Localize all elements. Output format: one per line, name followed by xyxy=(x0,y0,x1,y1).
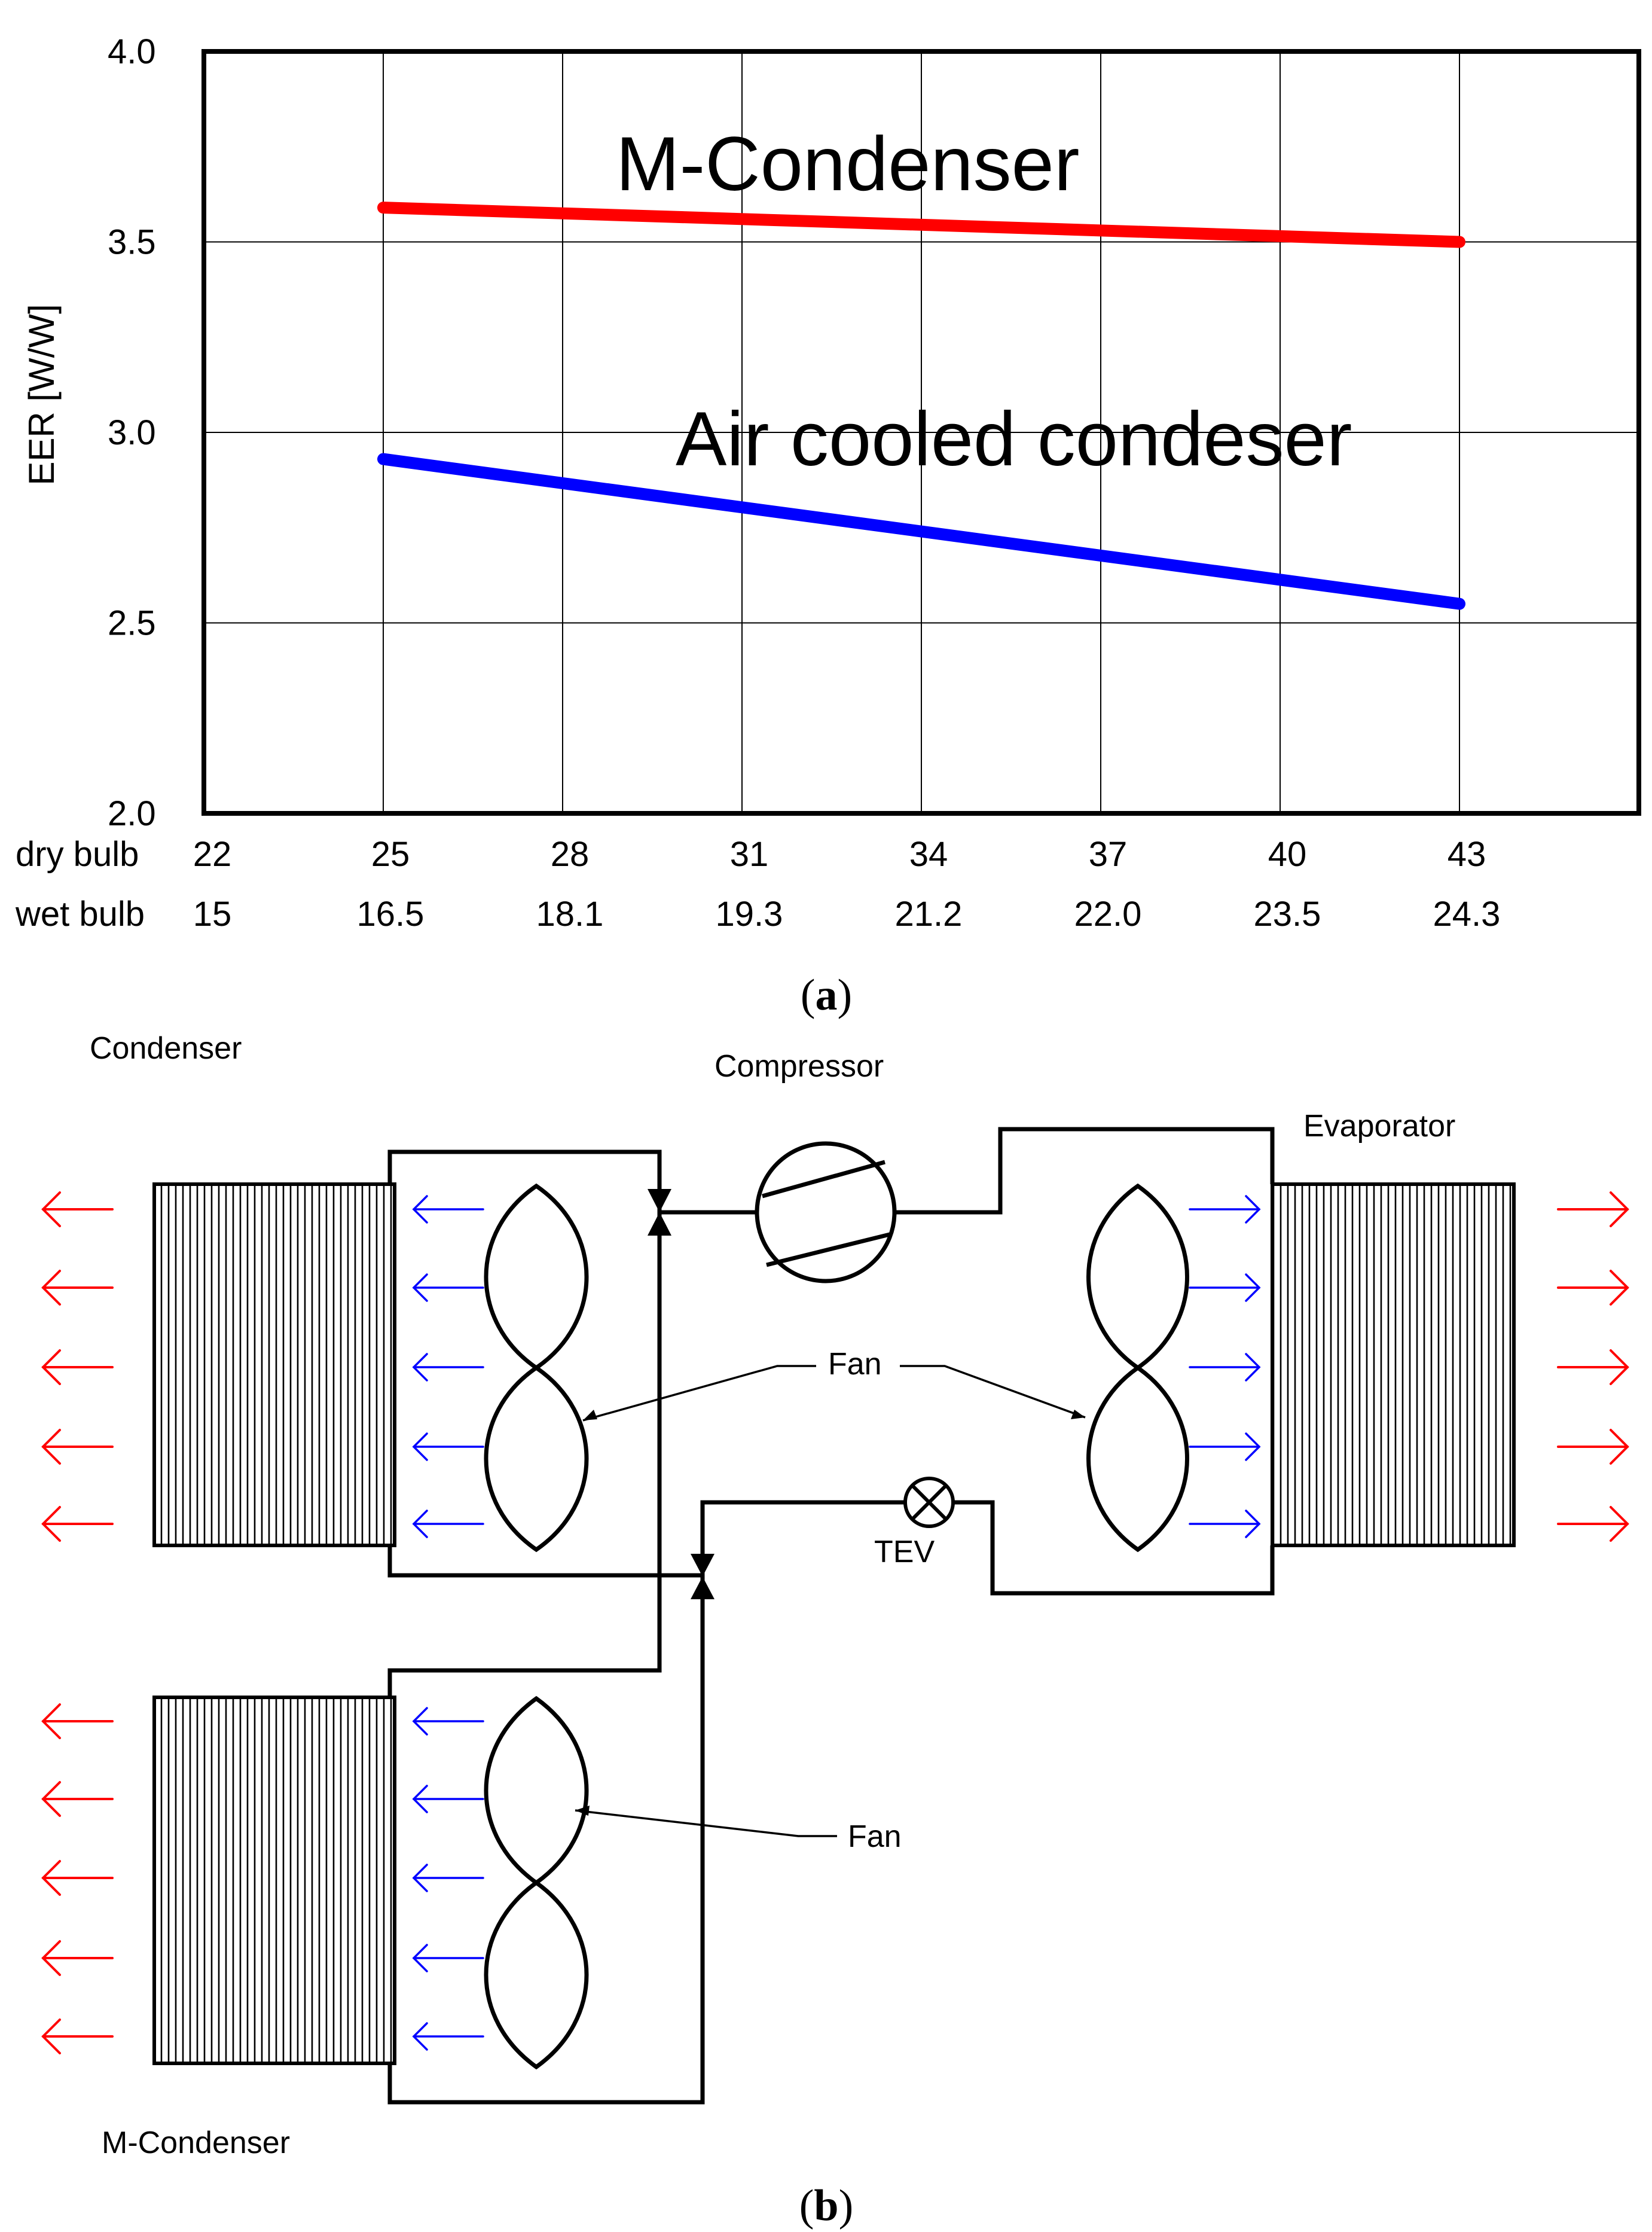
x-row-label: dry bulb xyxy=(16,835,139,874)
x-tick-label: 37 xyxy=(1089,835,1128,874)
airflow-arrow xyxy=(41,2018,114,2054)
series xyxy=(377,202,1465,610)
fan-leader-arrowheads xyxy=(575,1410,1085,1816)
x-row-label: wet bulb xyxy=(15,895,145,934)
tev-label: TEV xyxy=(874,1535,935,1569)
y-tick-label: 3.0 xyxy=(108,413,156,452)
caption-b: (b) xyxy=(799,2181,853,2230)
fan-airflow-arrows xyxy=(412,1195,1261,2051)
airflow-arrow xyxy=(1189,1273,1261,1302)
airflow-arrow xyxy=(412,1195,484,1224)
x-tick-label: 15 xyxy=(193,895,232,934)
condenser-coil xyxy=(152,1182,396,1547)
airflow-arrow xyxy=(412,1944,484,1972)
m-condenser-label: M-Condenser xyxy=(102,2126,290,2160)
airflow-arrow xyxy=(412,1510,484,1538)
x-tick-label: 24.3 xyxy=(1433,895,1501,934)
airflow-arrow xyxy=(41,1349,114,1385)
x-tick-labels: dry bulb 22 25 28 31 34 37 40 43 wet bulb 15 16.5 18… xyxy=(15,835,1500,934)
airflow-arrow xyxy=(1189,1432,1261,1461)
airflow-arrow xyxy=(1557,1270,1629,1306)
x-tick-label: 40 xyxy=(1268,835,1307,874)
x-tick-label: 34 xyxy=(909,835,948,874)
x-tick-label: 19.3 xyxy=(716,895,783,934)
y-axis-label: EER [W/W] xyxy=(22,304,62,485)
condenser-valve xyxy=(648,1189,671,1236)
m-condenser-fan xyxy=(484,1696,589,2070)
airflow-arrow xyxy=(41,1191,114,1227)
grid xyxy=(204,51,1639,813)
caption-a: (a) xyxy=(801,971,852,1020)
x-tick-label: 18.1 xyxy=(536,895,604,934)
airflow-arrow xyxy=(41,1940,114,1976)
airflow-arrow xyxy=(1189,1510,1261,1538)
compressor xyxy=(755,1141,897,1283)
fan-leader-lines xyxy=(575,1365,1086,1837)
outflow-arrows xyxy=(41,1191,1629,2054)
x-tick-label: 25 xyxy=(371,835,410,874)
airflow-arrow xyxy=(41,1270,114,1306)
compressor-label: Compressor xyxy=(714,1049,884,1084)
y-tick-label: 4.0 xyxy=(108,32,156,71)
y-tick-labels: 4.0 3.5 3.0 2.5 2.0 xyxy=(108,32,156,833)
x-tick-label: 43 xyxy=(1448,835,1486,874)
airflow-arrow xyxy=(412,1864,484,1892)
x-tick-label: 16.5 xyxy=(357,895,425,934)
airflow-arrow xyxy=(412,1432,484,1461)
evaporator-label: Evaporator xyxy=(1303,1109,1455,1144)
x-tick-label: 23.5 xyxy=(1254,895,1321,934)
airflow-arrow xyxy=(1189,1353,1261,1382)
airflow-arrow xyxy=(412,1353,484,1382)
refrigeration-diagram: Condenser Compressor Evaporator Fan TEV … xyxy=(41,1031,1629,2160)
fan-label-bottom: Fan xyxy=(848,1819,902,1854)
plot-frame xyxy=(201,49,1641,816)
series-label-air-cooled: Air cooled condeser xyxy=(676,397,1352,482)
series-line-m-condenser xyxy=(377,202,1465,248)
x-tick-label: 22 xyxy=(193,835,232,874)
fan-label-top: Fan xyxy=(828,1347,882,1382)
airflow-arrow xyxy=(41,1429,114,1465)
condenser-label: Condenser xyxy=(90,1031,242,1066)
airflow-arrow xyxy=(1557,1506,1629,1542)
tev-valve xyxy=(903,1477,955,1528)
m-condenser-coil xyxy=(152,1696,396,2065)
chart: 4.0 3.5 3.0 2.5 2.0 dry bulb 22 25 28 31 34 37 40 43… xyxy=(15,32,1641,934)
airflow-arrow xyxy=(1557,1429,1629,1465)
x-tick-label: 21.2 xyxy=(895,895,963,934)
airflow-arrow xyxy=(412,1273,484,1302)
airflow-arrow xyxy=(1557,1349,1629,1385)
m-condenser-valve xyxy=(691,1554,714,1599)
x-tick-label: 28 xyxy=(551,835,590,874)
airflow-arrow xyxy=(41,1860,114,1896)
airflow-arrow xyxy=(412,1707,484,1736)
condenser-fan xyxy=(484,1183,589,1553)
airflow-arrow xyxy=(41,1506,114,1542)
airflow-arrow xyxy=(41,1703,114,1739)
evaporator-coil xyxy=(1271,1182,1516,1547)
airflow-arrow xyxy=(412,2022,484,2051)
airflow-arrow xyxy=(412,1785,484,1813)
x-tick-label: 22.0 xyxy=(1074,895,1142,934)
piping xyxy=(387,1127,1275,2105)
y-tick-label: 2.5 xyxy=(108,604,156,643)
series-line-air-cooled xyxy=(377,453,1465,610)
series-label-m-condenser: M-Condenser xyxy=(616,121,1079,207)
airflow-arrow xyxy=(1557,1191,1629,1227)
airflow-arrow xyxy=(1189,1195,1261,1224)
airflow-arrow xyxy=(41,1781,114,1817)
y-tick-label: 2.0 xyxy=(108,794,156,833)
x-tick-label: 31 xyxy=(730,835,769,874)
evaporator-fan xyxy=(1086,1183,1189,1553)
y-tick-label: 3.5 xyxy=(108,223,156,262)
